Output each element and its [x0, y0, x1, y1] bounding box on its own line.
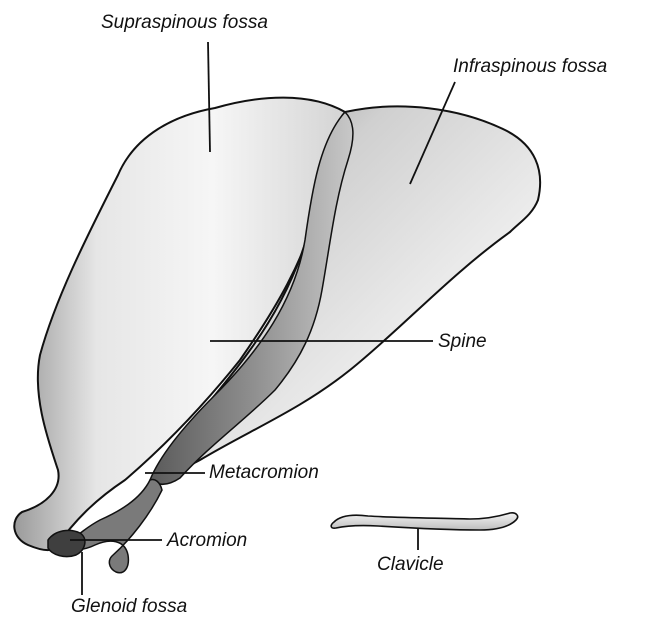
label-spine: Spine — [438, 332, 487, 351]
label-supraspinous-fossa: Supraspinous fossa — [101, 13, 268, 32]
label-acromion: Acromion — [167, 531, 247, 550]
label-clavicle: Clavicle — [377, 555, 444, 574]
label-metacromion: Metacromion — [209, 463, 319, 482]
glenoid-fossa-shape — [48, 530, 85, 556]
label-glenoid-fossa: Glenoid fossa — [71, 597, 187, 616]
clavicle-bone-shape — [331, 513, 517, 530]
label-infraspinous-fossa: Infraspinous fossa — [453, 57, 607, 76]
